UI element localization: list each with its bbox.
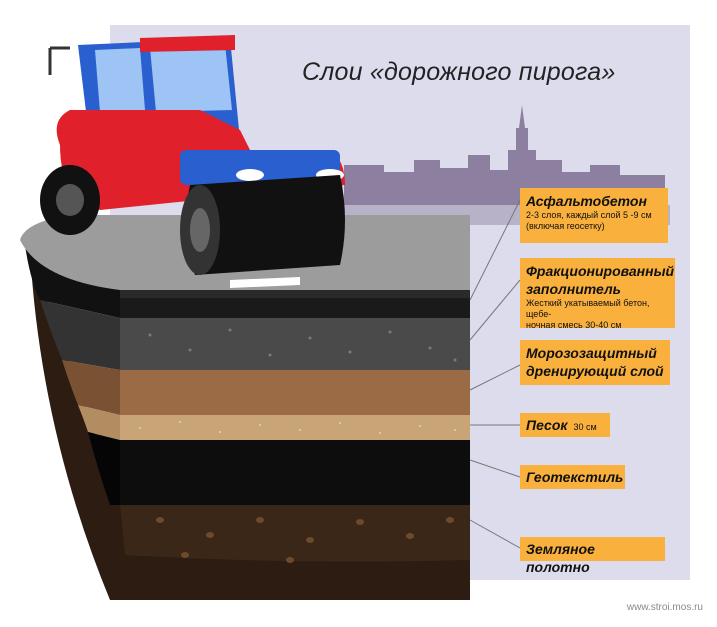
label-sand-desc: 30 см [573,422,597,432]
label-asphalt-desc-1: 2-3 слоя, каждый слой 5 -9 см [526,210,652,220]
layer-stack [20,215,470,600]
layer-sand [120,415,470,440]
layer-geotextile [120,440,470,505]
label-soil-name: Земляное полотно [526,541,595,575]
aggregate-texture [148,328,457,362]
label-sand-name: Песок [526,417,568,433]
source-credit: www.stroi.mos.ru [626,602,703,613]
label-soil: Земляное полотно [520,537,665,575]
label-asphalt-name: Асфальтобетон [526,193,647,209]
headlight-left [236,169,264,181]
label-sand: Песок 30 см [520,413,610,437]
label-drainage-name-1: Морозозащитный [526,345,657,361]
label-geotextile-name: Геотекстиль [526,469,624,485]
road-roller [40,35,346,275]
label-drainage: Морозозащитный дренирующий слой [520,340,670,385]
label-asphalt-desc-2: (включая геосетку) [526,221,605,231]
sand-texture [139,421,456,434]
road-marking [230,277,300,288]
label-aggregate-name-1: Фракционированный [526,263,675,279]
label-geotextile: Геотекстиль [520,465,625,489]
roller-drum [186,175,345,275]
label-aggregate-desc-2: ночная смесь 30-40 см [526,320,622,330]
layer-aggregate [120,318,470,370]
label-aggregate-desc-1: Жесткий укатываемый бетон, щебе- [526,298,650,319]
layer-drainage [120,370,470,415]
label-asphalt: Асфальтобетон 2-3 слоя, каждый слой 5 -9… [520,188,668,243]
leader-lines [469,199,521,549]
soil-texture [156,517,454,563]
label-aggregate: Фракционированный заполнитель Жесткий ук… [520,258,675,330]
label-drainage-name-2: дренирующий слой [526,363,664,379]
label-aggregate-name-2: заполнитель [526,281,621,297]
diagram-title: Слои «дорожного пирога» [302,58,616,86]
